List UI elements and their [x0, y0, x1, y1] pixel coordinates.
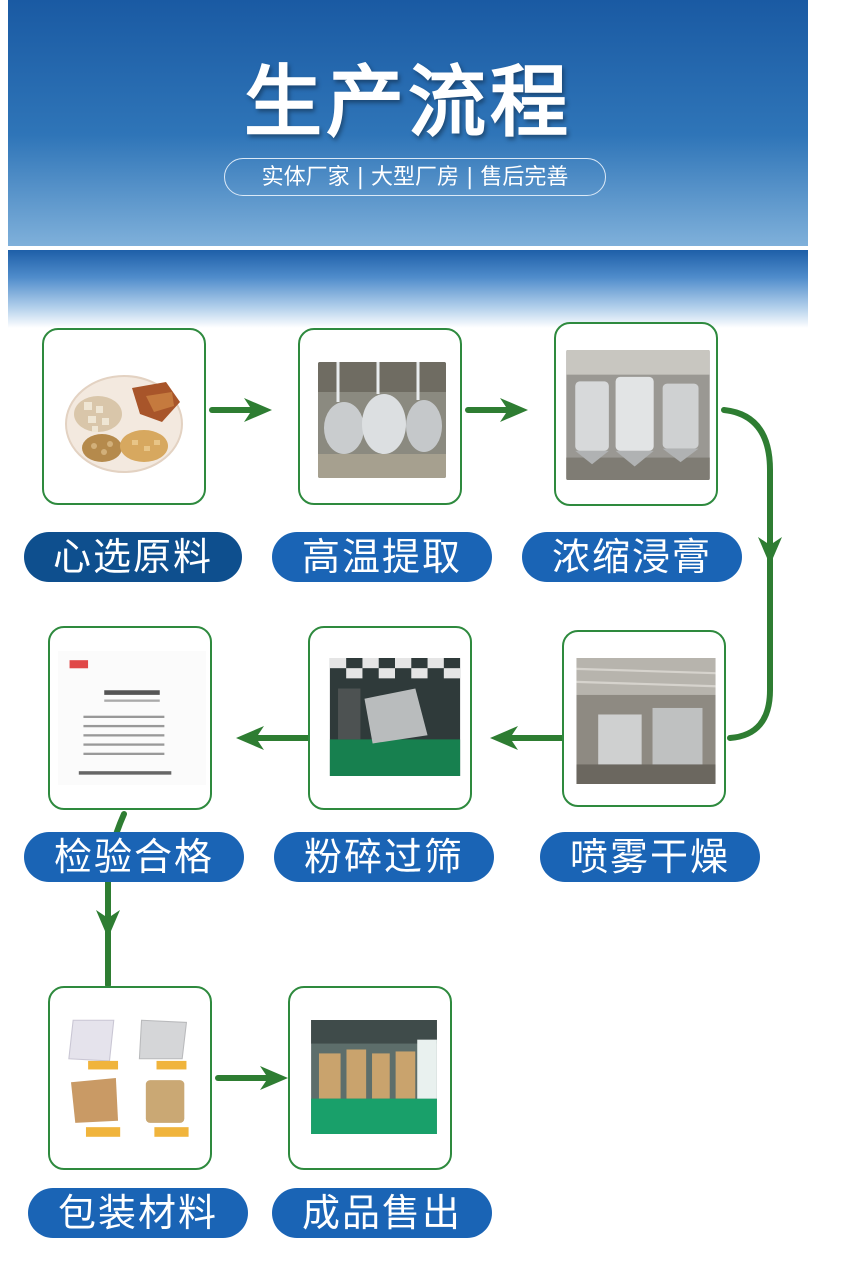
concentration-tanks-photo: [566, 350, 710, 480]
step-card-inspection: [48, 626, 212, 810]
inspection-report-photo: [58, 650, 206, 786]
step-label-finished-goods: 成品售出: [272, 1188, 492, 1238]
warehouse-photo: [311, 1020, 437, 1134]
step-card-concentration: [554, 322, 718, 506]
page-subtitle: 实体厂家 | 大型厂房 | 售后完善: [224, 158, 606, 196]
crushing-machine-photo: [329, 658, 461, 776]
packaging-materials-photo: [64, 1016, 202, 1140]
step-card-raw-materials: [42, 328, 206, 505]
arrow-3-4: [721, 407, 773, 741]
step-card-extraction: [298, 328, 462, 505]
raw-herbs-photo: [62, 362, 190, 478]
step-card-packaging: [48, 986, 212, 1170]
step-card-spray-drying: [562, 630, 726, 807]
spray-dryer-photo: [576, 658, 716, 784]
extraction-tanks-photo: [318, 362, 446, 478]
step-label-inspection: 检验合格: [24, 832, 244, 882]
step-label-packaging: 包装材料: [28, 1188, 248, 1238]
header-gradient-band: [8, 250, 808, 328]
header-banner: 生产流程 实体厂家 | 大型厂房 | 售后完善: [8, 0, 808, 246]
step-label-crushing: 粉碎过筛: [274, 832, 494, 882]
step-label-raw-materials: 心选原料: [24, 532, 242, 582]
step-label-extraction: 高温提取: [272, 532, 492, 582]
step-card-crushing: [308, 626, 472, 810]
step-label-spray-drying: 喷雾干燥: [540, 832, 760, 882]
step-label-concentration: 浓缩浸膏: [522, 532, 742, 582]
page-title: 生产流程: [243, 57, 572, 148]
step-card-finished-goods: [288, 986, 452, 1170]
